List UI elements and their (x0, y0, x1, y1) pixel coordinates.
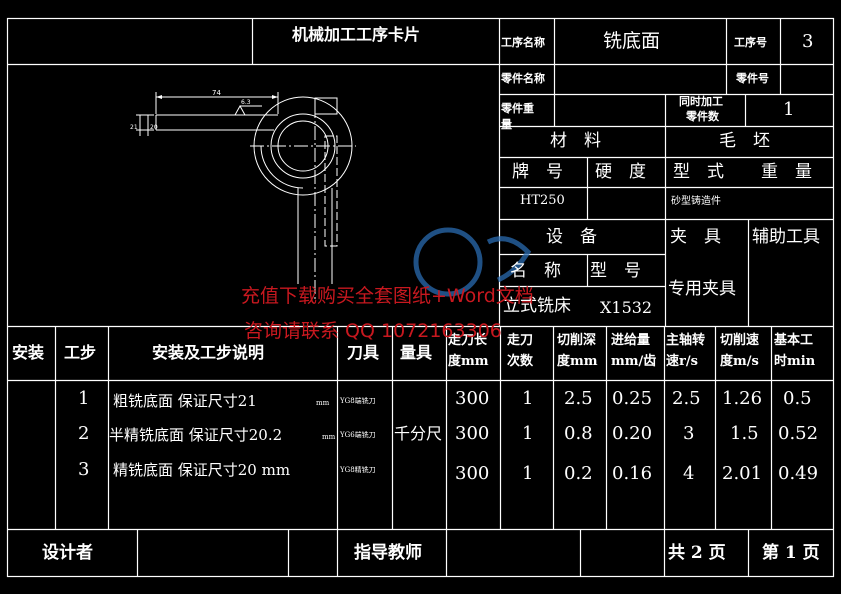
header-description: 安装及工步说明 (152, 343, 265, 362)
watermark-logo (413, 227, 532, 297)
weight-label: 重 量 (761, 162, 812, 182)
row3-stroke: 300 (455, 463, 490, 484)
simul-parts-value: 1 (783, 99, 795, 120)
header-spindle: 主轴转 (666, 333, 706, 348)
row3-feed: 0.16 (612, 463, 653, 484)
dim-height-label-2: 20 (150, 124, 158, 131)
row1-spindle: 2.5 (672, 388, 701, 409)
header-tool: 刀具 (347, 343, 380, 362)
page-number-label: 第 1 页 (762, 543, 820, 563)
card-title: 机械加工工序卡片 (292, 25, 421, 44)
row2-feed: 0.20 (612, 423, 653, 444)
equipment-label: 设 备 (546, 227, 597, 247)
fixture-value: 专用夹具 (668, 279, 736, 299)
roughness-label: 6.3 (241, 99, 251, 106)
row3-time: 0.49 (778, 463, 819, 484)
header-passes-2: 次数 (507, 354, 534, 369)
part-name-label: 零件名称 (501, 72, 545, 85)
row1-feed: 0.25 (612, 388, 653, 409)
header-cut-speed: 切削速 (720, 333, 760, 348)
header-stroke-length-2: 度mm (448, 354, 489, 369)
row1-description: 粗铣底面 保证尺寸21 (113, 392, 257, 410)
row3-passes: 1 (522, 463, 534, 484)
row2-stroke: 300 (455, 423, 490, 444)
header-cut-depth: 切削深 (557, 333, 597, 348)
process-no-label: 工序号 (734, 36, 767, 49)
equipment-model-value: X1532 (600, 298, 653, 317)
header-feed-2: mm/齿 (611, 354, 657, 369)
row2-passes: 1 (522, 423, 534, 444)
part-no-label: 零件号 (736, 72, 769, 85)
type-value: 砂型铸造件 (671, 196, 721, 207)
header-base-time-2: 时min (774, 354, 816, 369)
row2-spindle: 3 (683, 423, 695, 444)
equipment-name-value: 立式铣床 (503, 296, 571, 316)
header-cut-depth-2: 度mm (557, 354, 598, 369)
fixture-label: 夹 具 (670, 227, 721, 247)
row2-description: 半精铣底面 保证尺寸20.2 (109, 426, 283, 444)
process-no-value: 3 (802, 31, 814, 52)
part-sketch: 74 6.3 21 20 (130, 89, 356, 299)
name-label: 名 称 (510, 261, 561, 281)
row3-tool: YG8精铣刀 (340, 466, 376, 474)
row3-spindle: 4 (683, 463, 695, 484)
process-name-value: 铣底面 (603, 30, 661, 52)
grade-value: HT250 (520, 193, 565, 208)
row1-passes: 1 (522, 388, 534, 409)
header-feed: 进给量 (611, 333, 651, 348)
row1-step: 1 (78, 388, 90, 409)
dim-length-label: 74 (212, 89, 221, 97)
row1-time: 0.5 (783, 388, 812, 409)
watermark-text-1: 充值下载购买全套图纸+Word文档 (241, 285, 534, 307)
part-weight-label: 零件重 (501, 102, 534, 115)
part-weight-label-2: 量 (501, 118, 512, 131)
header-cut-speed-2: 度m/s (720, 354, 759, 369)
header-spindle-2: 速r/s (666, 354, 698, 369)
gauge-value: 千分尺 (394, 424, 443, 443)
dim-height-label-1: 21 (130, 124, 138, 131)
blank-label: 毛 坯 (719, 131, 770, 151)
grade-label: 牌 号 (512, 162, 563, 182)
row1-speed: 1.26 (722, 388, 763, 409)
row3-speed: 2.01 (722, 463, 763, 484)
simul-parts-label: 同时加工 (679, 95, 723, 108)
row1-tool: YG8端铣刀 (340, 397, 376, 405)
row3-depth: 0.2 (564, 463, 593, 484)
row1-unit: mm (316, 399, 330, 407)
watermark-text-2: 咨询请联系 QQ 1072163306 (244, 320, 502, 342)
header-install: 安装 (12, 343, 45, 362)
row3-description: 精铣底面 保证尺寸20 mm (113, 461, 291, 479)
type-label: 型 式 (673, 162, 724, 182)
simul-parts-label-2: 零件数 (686, 110, 719, 123)
process-name-label: 工序名称 (501, 36, 545, 49)
material-label: 材 料 (550, 131, 601, 151)
model-label: 型 号 (590, 261, 641, 281)
aux-tool-label: 辅助工具 (752, 227, 820, 247)
row2-unit: mm (322, 433, 336, 441)
header-step: 工步 (64, 343, 97, 362)
row2-depth: 0.8 (564, 423, 593, 444)
designer-label: 设计者 (42, 543, 93, 563)
advisor-label: 指导教师 (354, 543, 422, 563)
hardness-label: 硬 度 (595, 162, 646, 182)
header-gauge: 量具 (400, 343, 433, 362)
row2-speed: 1.5 (730, 423, 759, 444)
row2-time: 0.52 (778, 423, 819, 444)
row2-step: 2 (78, 423, 90, 444)
header-stroke-length: 走刀长 (448, 333, 488, 348)
row3-step: 3 (78, 459, 90, 480)
row2-tool: YG6端铣刀 (340, 431, 376, 439)
row1-depth: 2.5 (564, 388, 593, 409)
row1-stroke: 300 (455, 388, 490, 409)
header-base-time: 基本工 (774, 333, 814, 348)
ring-arc-2 (260, 145, 304, 189)
header-passes: 走刀 (507, 333, 534, 348)
total-pages-label: 共 2 页 (668, 543, 726, 563)
